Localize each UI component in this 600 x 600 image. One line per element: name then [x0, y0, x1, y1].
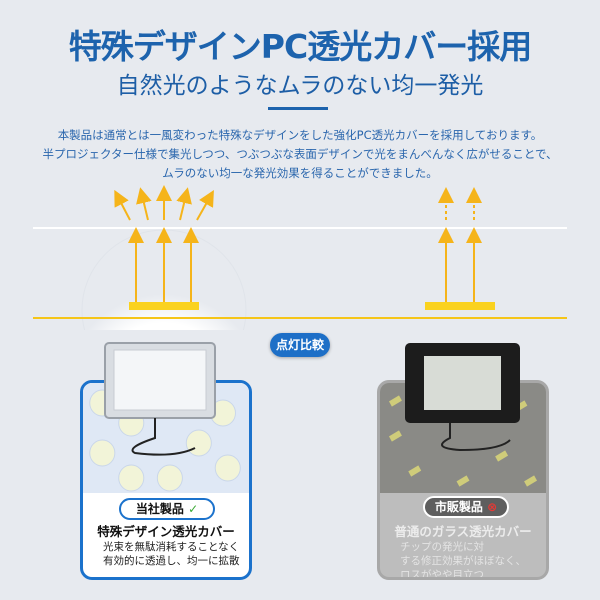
card-description: チップの発光に対 する修正効果がほぼなく、 ロスがやや目立つ	[400, 541, 526, 580]
card-title: 特殊デザイン透光カバー	[97, 524, 235, 539]
cross-circle-icon: ⊗	[487, 500, 498, 514]
led-chip-right	[425, 302, 495, 310]
divider	[268, 107, 328, 110]
card-description: 光束を無駄消耗することなく 有効的に透過し、均一に拡散	[103, 541, 240, 567]
description-line: ムラのない均一な発光効果を得ることができました。	[162, 166, 438, 180]
description-line: 半プロジェクター仕様で集光しつつ、つぶつぶな表面デザインで光をまんべんなく広がせ…	[42, 147, 558, 161]
floodlight-market-image	[405, 343, 520, 452]
check-circle-icon: ✓	[188, 502, 199, 516]
card-title: 普通のガラス透光カバー	[394, 524, 532, 539]
market-product-label: 市販製品 ⊗	[423, 496, 509, 518]
light-diffusion-diagram	[33, 185, 567, 330]
left-arrows	[114, 185, 214, 303]
page-title: 特殊デザインPC透光カバー採用	[68, 27, 532, 66]
led-chip-left	[129, 302, 199, 310]
description-line: 本製品は通常とは一風変わった特殊なデザインをした強化PC透光カバーを採用しており…	[57, 128, 543, 142]
floodlight-product-image	[104, 342, 216, 456]
our-product-label: 当社製品 ✓	[119, 498, 215, 520]
right-arrows	[438, 187, 482, 303]
page-subtitle: 自然光のようなムラのない均一発光	[116, 73, 484, 99]
comparison-badge: 点灯比較	[270, 333, 330, 357]
